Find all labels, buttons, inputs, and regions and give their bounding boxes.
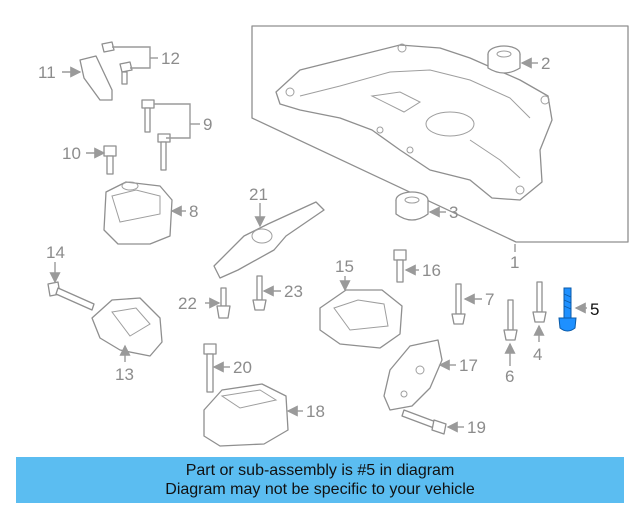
part-5-head [558,317,577,332]
part-1-subframe[interactable] [275,43,553,201]
callout-4: 4 [533,345,542,364]
callout-17: 17 [459,356,478,375]
part-6-bolt[interactable] [503,299,518,341]
callout-14: 14 [46,243,65,262]
banner-line-2: Diagram may not be specific to your vehi… [165,481,475,498]
part-20-bolt[interactable] [203,343,217,393]
callout-21: 21 [249,185,268,204]
callout-1: 1 [510,253,519,272]
part-7-bolt[interactable] [451,283,466,325]
callout-12: 12 [161,49,180,68]
callout-16: 16 [422,261,441,280]
part-9-bolts[interactable] [141,99,171,171]
callout-22: 22 [178,294,197,313]
callout-18: 18 [306,402,325,421]
callout-13: 13 [115,365,134,384]
callout-2: 2 [541,54,550,73]
callout-7: 7 [485,290,494,309]
part-15-mount[interactable] [319,289,403,349]
callout-5: 5 [590,300,599,319]
part-12-bolts[interactable] [101,41,133,85]
part-13-transmission-mount[interactable] [91,297,163,357]
callout-6: 6 [505,367,514,386]
subframe-inset [251,25,629,243]
part-3-bushing[interactable] [395,191,429,221]
leader-lines [49,46,587,433]
banner-line-1: Part or sub-assembly is #5 in diagram [185,462,455,479]
info-banner: Part or sub-assembly is #5 in diagram Di… [16,457,624,503]
callout-labels: 1 2 3 4 5 6 7 8 9 10 11 12 13 14 15 16 1… [38,49,599,437]
callout-8: 8 [189,202,198,221]
callout-15: 15 [335,257,354,276]
part-11-bracket[interactable] [79,55,113,101]
part-2-bushing[interactable] [487,45,521,74]
part-4-bolt[interactable] [532,281,547,323]
part-23-bolt[interactable] [252,275,267,311]
part-8-engine-mount[interactable] [103,181,173,245]
part-5-bolt-highlighted[interactable] [558,287,577,332]
part-19-bolt[interactable] [401,409,447,435]
callout-23: 23 [284,282,303,301]
callout-11: 11 [38,63,56,82]
part-22-bolt[interactable] [216,287,231,319]
callout-10: 10 [62,144,81,163]
callout-19: 19 [467,418,486,437]
callout-9: 9 [203,115,212,134]
part-5-shank [563,287,572,319]
part-14-bolt[interactable] [47,281,95,311]
part-10-bolt[interactable] [103,145,117,175]
part-17-bracket[interactable] [383,339,443,411]
callout-20: 20 [233,358,252,377]
callout-3: 3 [449,203,458,222]
part-18-mount[interactable] [203,383,289,447]
part-16-bolt[interactable] [393,249,407,283]
part-21-torque-arm[interactable] [213,201,325,279]
